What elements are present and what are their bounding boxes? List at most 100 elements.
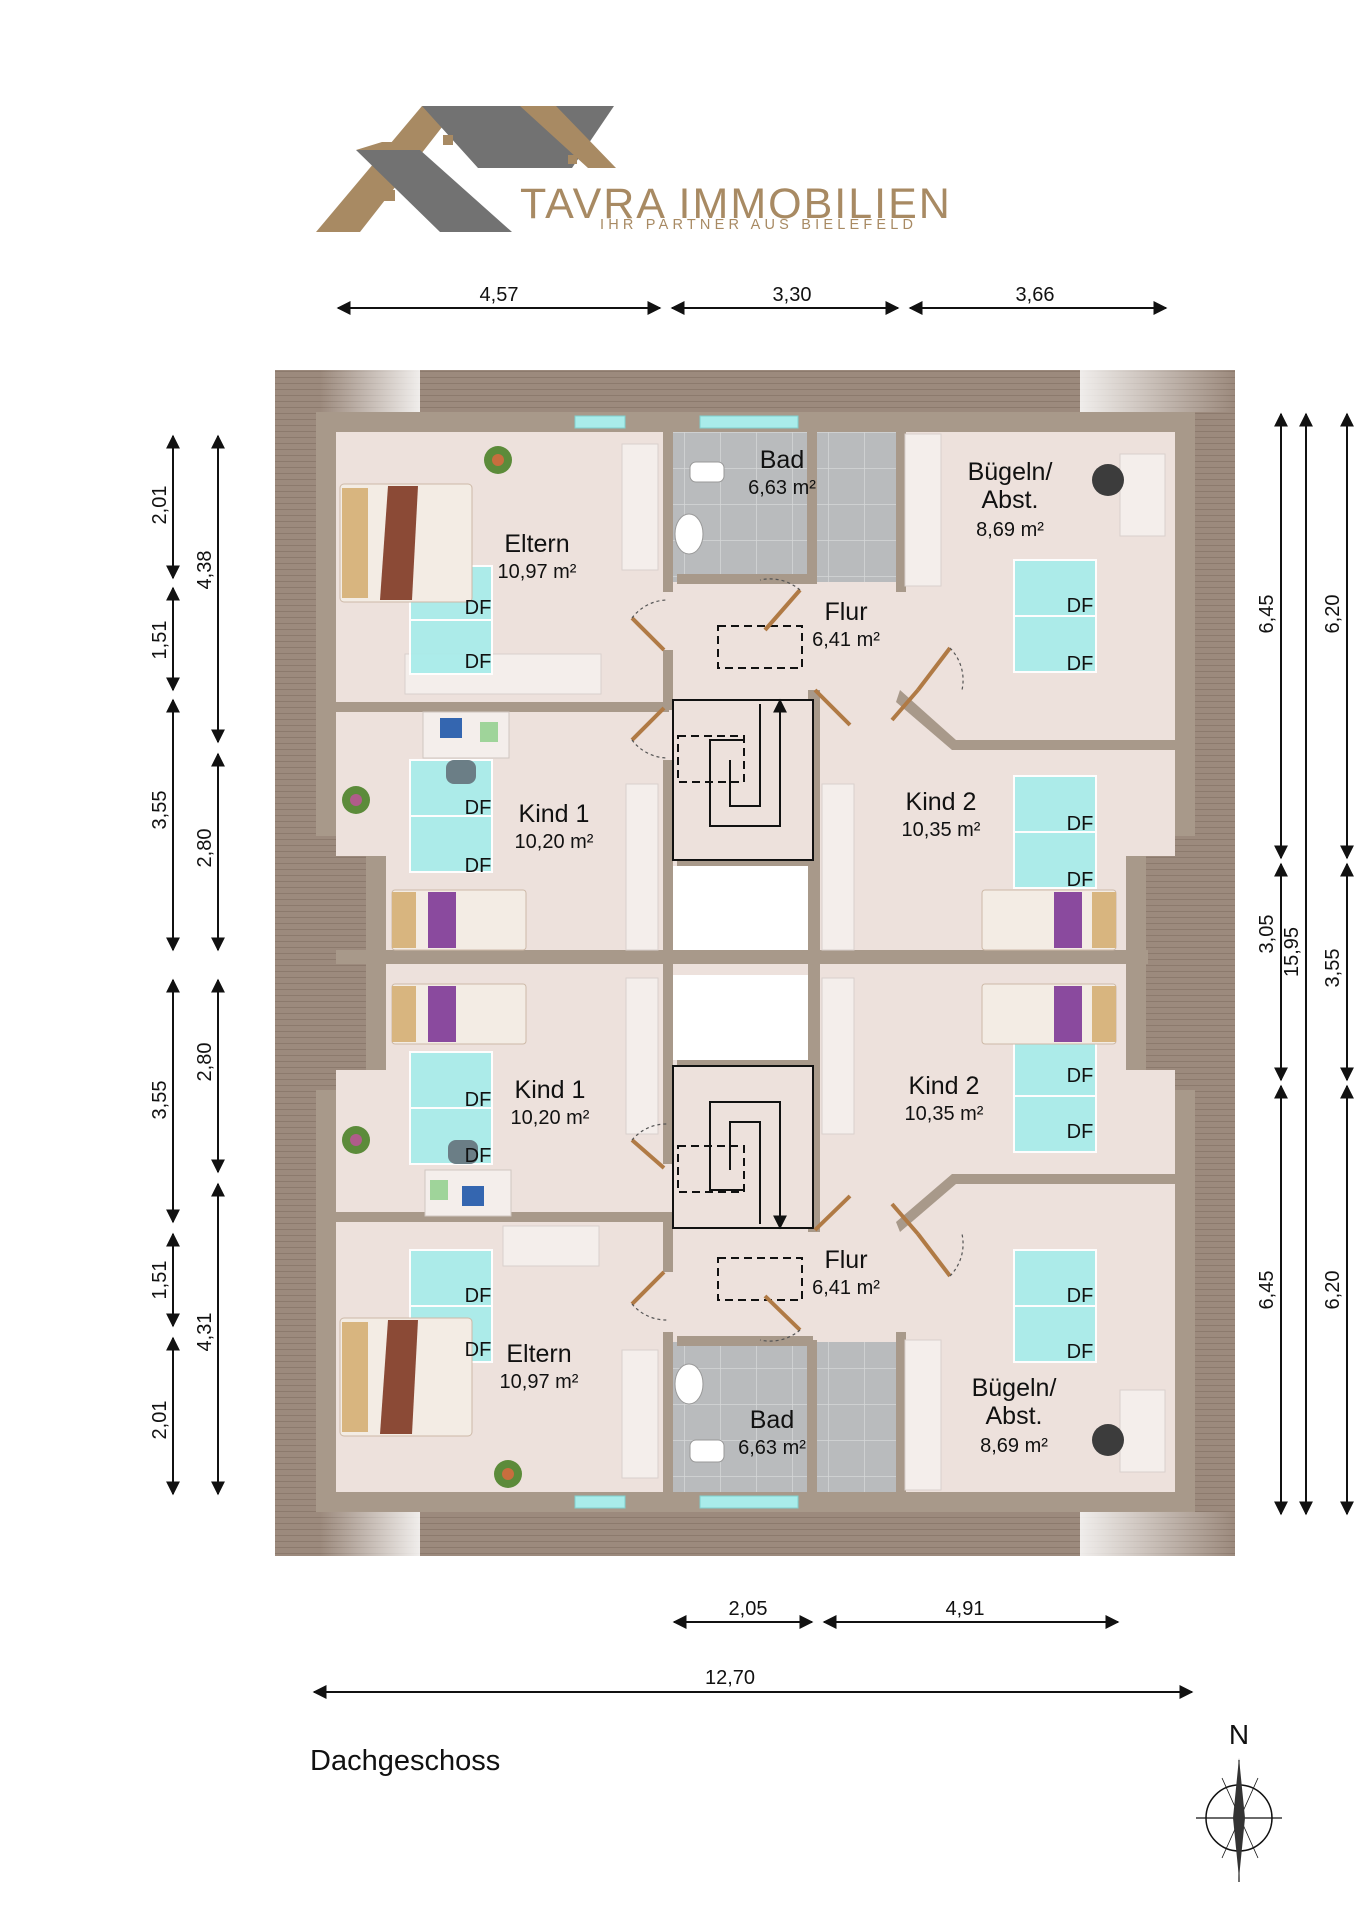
chair-bottom-icon — [1092, 1424, 1124, 1456]
room-name-buegeln-bottom-line2: Abst. — [986, 1402, 1043, 1430]
room-name-eltern-top: Eltern — [504, 530, 569, 558]
basin-top-icon — [674, 513, 704, 555]
room-name-buegeln-top-line1: Bügeln/ — [968, 458, 1053, 486]
skylights — [409, 559, 1097, 1363]
skylight-label: DF — [1067, 1285, 1094, 1307]
room-name-kind2-bottom: Kind 2 — [909, 1072, 980, 1100]
room-name-buegeln-top-line2: Abst. — [982, 486, 1039, 514]
flur-hatch-top — [717, 625, 803, 669]
bath-tiles-top — [670, 432, 900, 582]
bed-kind1-bottom — [391, 983, 527, 1045]
dimension-lines — [166, 301, 1354, 1699]
dim-left-inner-5: 1,51 — [149, 1261, 171, 1300]
room-area-kind2-top: 10,35 m² — [902, 819, 981, 841]
dim-right-inner-2: 3,05 — [1256, 915, 1278, 954]
toilet-bottom-icon — [689, 1439, 725, 1463]
desk-kind1-bottom — [424, 1140, 512, 1217]
dim-right-outer-2: 3,55 — [1322, 949, 1344, 988]
room-name-kind2-top: Kind 2 — [906, 788, 977, 816]
skylight-label: DF — [1067, 1065, 1094, 1087]
room-area-buegeln-top: 8,69 m² — [976, 519, 1044, 541]
dim-right-inner-1: 6,45 — [1256, 595, 1278, 634]
room-area-bad-bottom: 6,63 m² — [738, 1437, 806, 1459]
skylight-label: DF — [1067, 653, 1094, 675]
dim-bottom-2: 4,91 — [946, 1598, 985, 1620]
room-area-kind1-top: 10,20 m² — [515, 831, 594, 853]
dim-right-outer-3: 6,20 — [1322, 1271, 1344, 1310]
compass-icon: N — [1196, 1719, 1282, 1882]
skylight-label: DF — [465, 855, 492, 877]
bed-eltern-top — [339, 483, 473, 603]
room-name-flur-bottom: Flur — [824, 1246, 867, 1274]
room-area-eltern-top: 10,97 m² — [498, 561, 577, 583]
room-name-buegeln-bottom-line1: Bügeln/ — [972, 1374, 1057, 1402]
dim-left-inner-6: 2,01 — [149, 1401, 171, 1440]
brand-name: TAVRA IMMOBILIEN — [520, 180, 952, 228]
skylight-label: DF — [1067, 595, 1094, 617]
skylight-label: DF — [465, 797, 492, 819]
room-area-eltern-bottom: 10,97 m² — [500, 1371, 579, 1393]
room-name-bad-top: Bad — [760, 446, 804, 474]
toilet-top-icon — [689, 461, 725, 483]
skylight-label: DF — [465, 1089, 492, 1111]
dim-left-outer-1: 4,38 — [194, 551, 216, 590]
brand-tagline: IHR PARTNER AUS BIELEFELD — [600, 217, 917, 233]
dim-top-3: 3,66 — [1016, 284, 1055, 306]
skylight-label: DF — [465, 1339, 492, 1361]
dim-left-inner-4: 3,55 — [149, 1081, 171, 1120]
dim-left-outer-4: 4,31 — [194, 1313, 216, 1352]
room-name-flur-top: Flur — [824, 598, 867, 626]
desk-kind1-top — [422, 711, 510, 784]
bath-tiles-bottom — [670, 1342, 900, 1492]
bed-kind1-top — [391, 889, 527, 951]
dim-right-middle: 15,95 — [1281, 927, 1303, 977]
bed-kind2-top — [981, 889, 1117, 951]
skylight-label: DF — [1067, 813, 1094, 835]
plant-icon — [342, 446, 522, 1488]
skylight-labels: DF DF DF DF DF DF DF DF DF DF DF DF DF D… — [465, 595, 1094, 1363]
staircase-bottom — [672, 1065, 814, 1230]
skylight-label: DF — [465, 597, 492, 619]
dim-left-inner-2: 1,51 — [149, 621, 171, 660]
skylight-label: DF — [1067, 1121, 1094, 1143]
room-area-kind1-bottom: 10,20 m² — [511, 1107, 590, 1129]
house-roofs-icon — [316, 106, 616, 232]
skylight-label: DF — [1067, 1341, 1094, 1363]
room-area-bad-top: 6,63 m² — [748, 477, 816, 499]
doors — [630, 588, 952, 1332]
dim-top-1: 4,57 — [480, 284, 519, 306]
staircase-top — [672, 698, 814, 861]
compass-north-label: N — [1229, 1719, 1249, 1750]
room-name-kind1-bottom: Kind 1 — [515, 1076, 586, 1104]
dim-bottom-1: 2,05 — [729, 1598, 768, 1620]
skylight-label: DF — [465, 651, 492, 673]
skylight-label: DF — [465, 1145, 492, 1167]
dim-right-inner-3: 6,45 — [1256, 1271, 1278, 1310]
room-name-eltern-bottom: Eltern — [506, 1340, 571, 1368]
flur-hatch-bottom — [717, 1257, 803, 1301]
room-name-bad-bottom: Bad — [750, 1406, 794, 1434]
room-area-flur-top: 6,41 m² — [812, 629, 880, 651]
dimension-labels: 4,57 3,30 3,66 2,05 4,91 12,70 2,01 1,51… — [149, 284, 1344, 1689]
bed-kind2-bottom — [981, 983, 1117, 1045]
room-labels: Eltern 10,97 m² Bad 6,63 m² Bügeln/ Abst… — [498, 446, 1057, 1459]
dim-left-inner-1: 2,01 — [149, 486, 171, 525]
dim-left-outer-3: 2,80 — [194, 1043, 216, 1082]
brand-logo: TAVRA IMMOBILIEN IHR PARTNER AUS BIELEFE… — [316, 106, 952, 233]
room-name-kind1-top: Kind 1 — [519, 800, 590, 828]
floor-label: Dachgeschoss — [310, 1745, 500, 1777]
bed-eltern-bottom — [339, 1317, 473, 1437]
basin-bottom-icon — [674, 1363, 704, 1405]
chair-top-icon — [1092, 464, 1124, 496]
room-area-flur-bottom: 6,41 m² — [812, 1277, 880, 1299]
stair-void-top — [673, 866, 813, 956]
skylight-label: DF — [1067, 869, 1094, 891]
dim-right-outer-1: 6,20 — [1322, 595, 1344, 634]
stair-void-bottom — [673, 975, 813, 1060]
dim-overall-width: 12,70 — [705, 1667, 755, 1689]
dim-top-2: 3,30 — [773, 284, 812, 306]
room-area-kind2-bottom: 10,35 m² — [905, 1103, 984, 1125]
room-area-buegeln-bottom: 8,69 m² — [980, 1435, 1048, 1457]
dim-left-outer-2: 2,80 — [194, 829, 216, 868]
